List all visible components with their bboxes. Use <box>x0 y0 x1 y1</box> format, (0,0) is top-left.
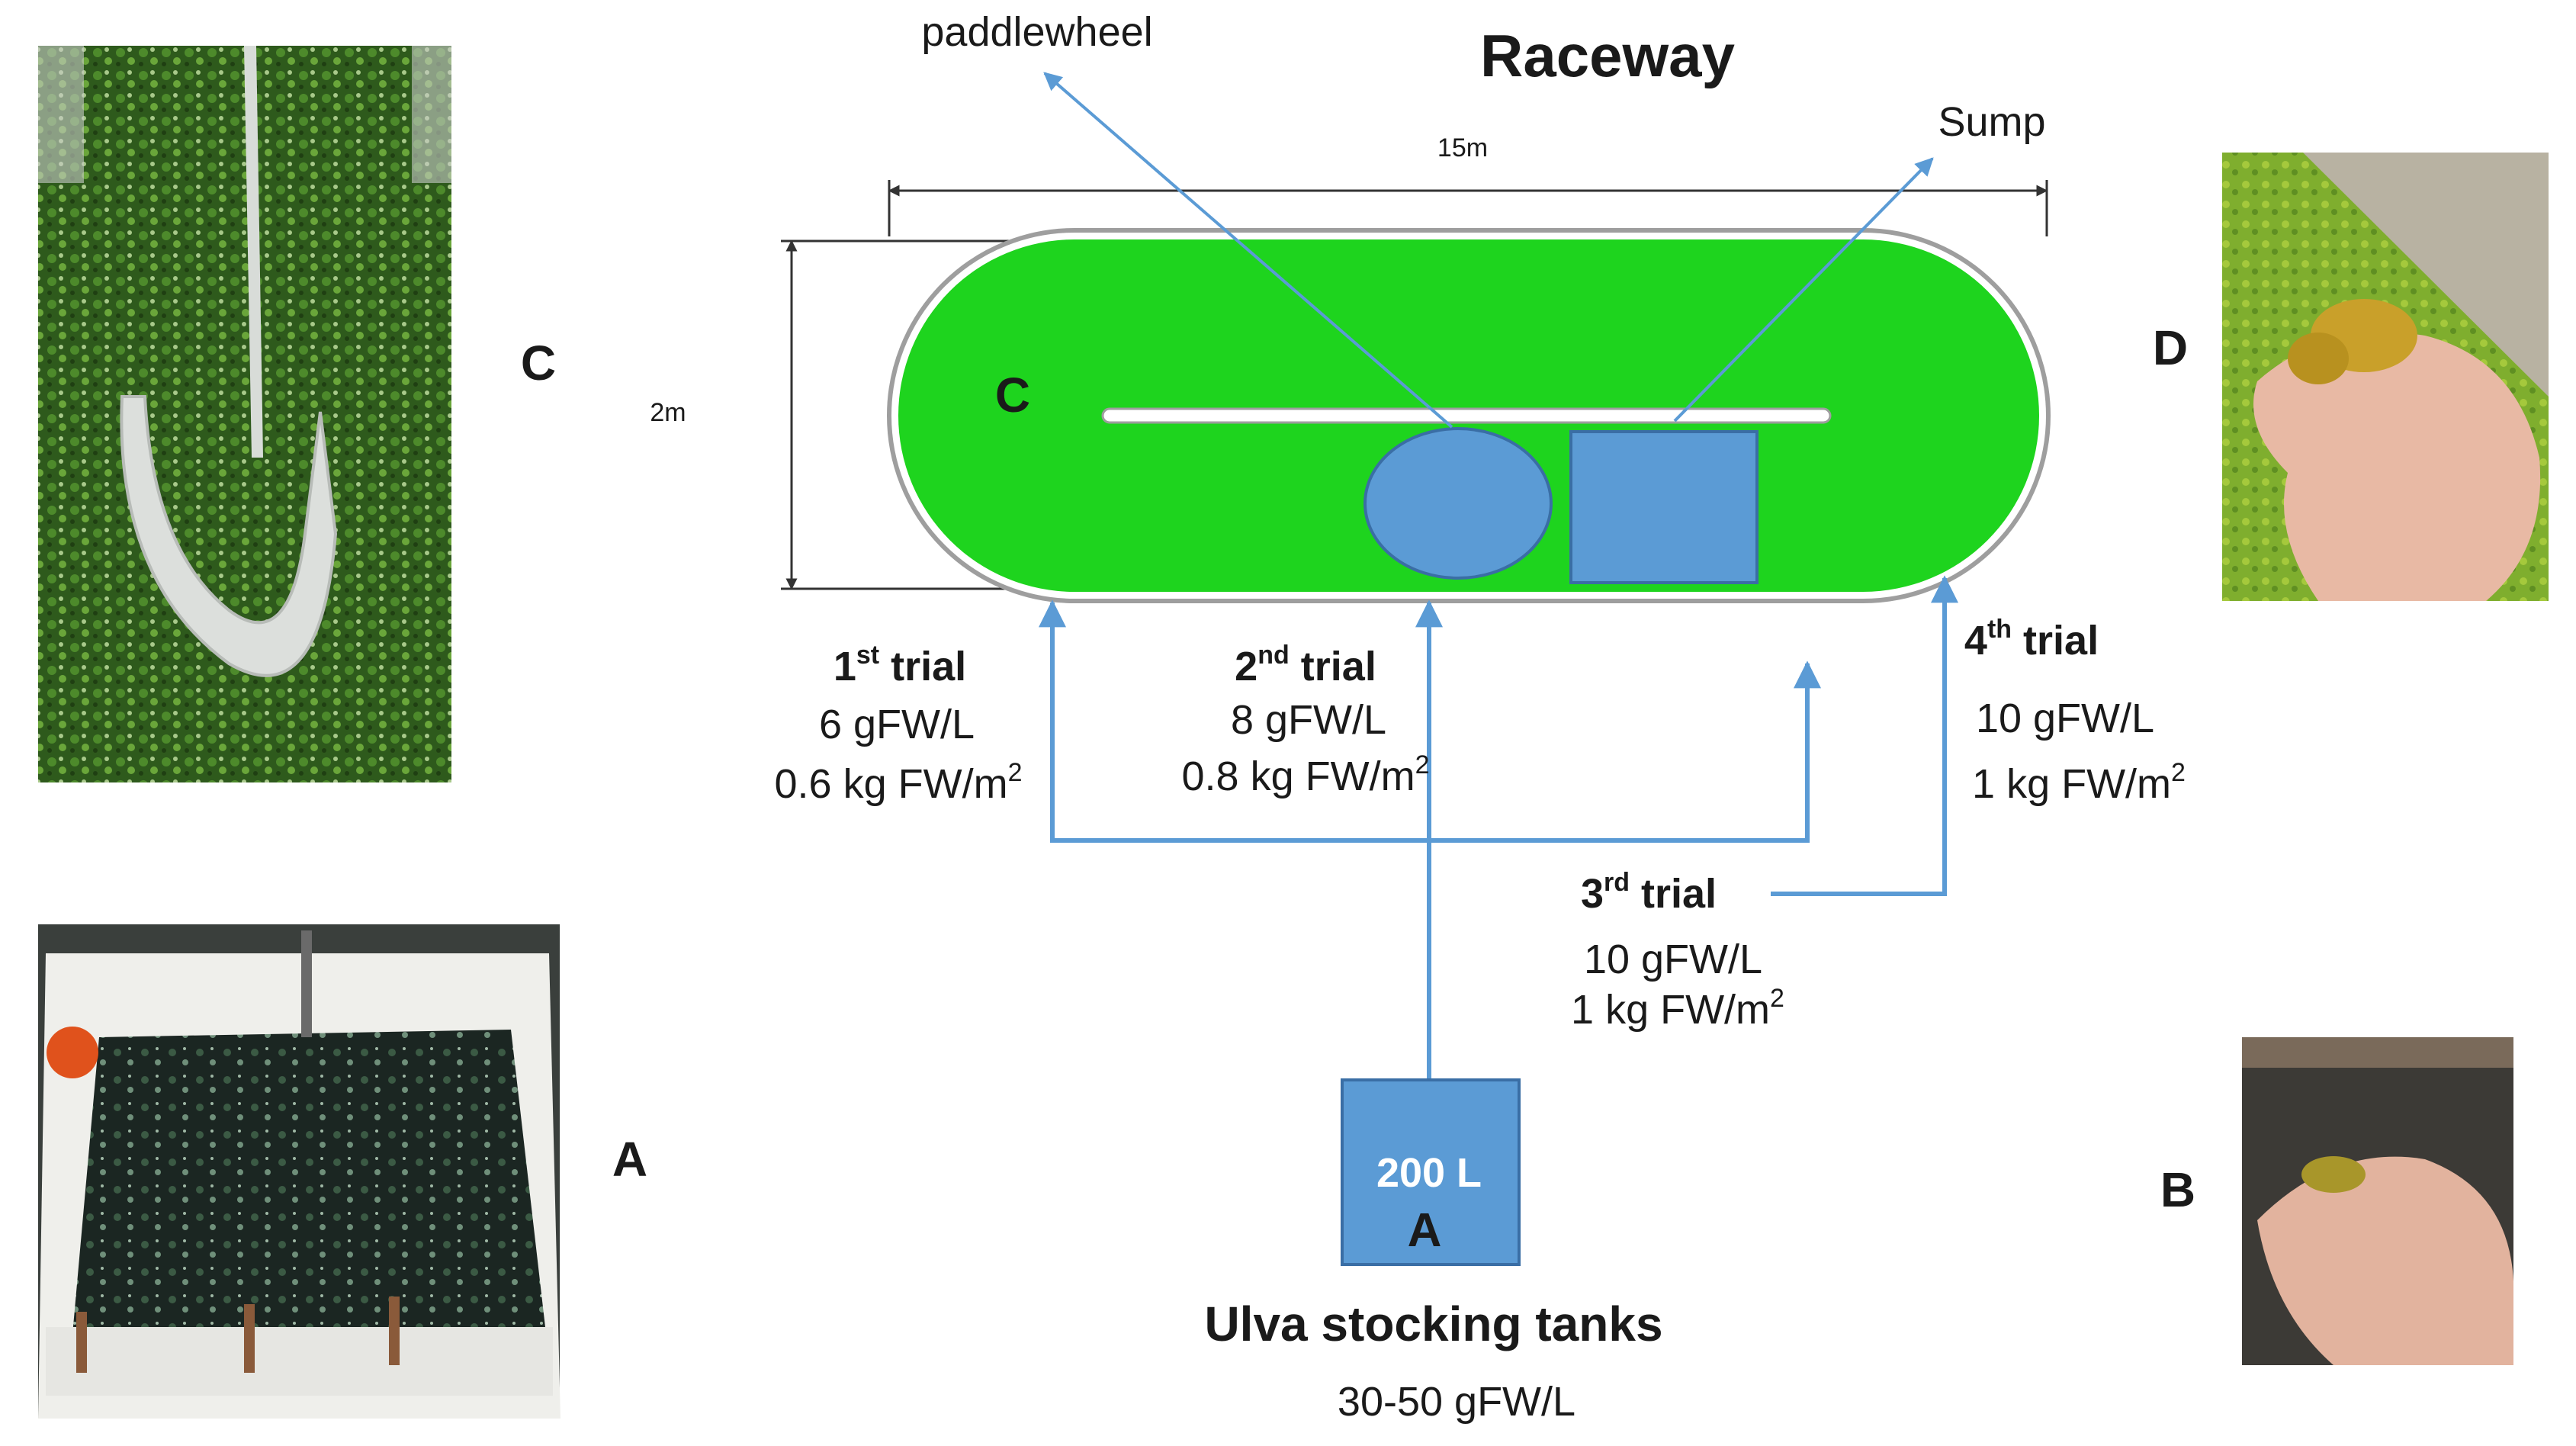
trial-3-area-exponent: 2 <box>1770 984 1784 1013</box>
photo-ulva-in-hand-small <box>2242 1037 2513 1365</box>
trial-2-density: 8 gFW/L <box>1231 697 1386 743</box>
trial-2-suffix: nd <box>1257 641 1290 670</box>
trial-1-area: 0.6 kg FW/m <box>775 761 1008 807</box>
trial-1-density: 6 gFW/L <box>819 702 975 747</box>
flow-arrow-trial-3 <box>1429 660 1821 843</box>
svg-text:1 kg FW/m2: 1 kg FW/m2 <box>1571 984 1784 1033</box>
flow-arrow-trial-4 <box>1771 575 1958 896</box>
tank-letter: A <box>1408 1204 1442 1257</box>
photo-letter-c: C <box>521 336 556 390</box>
flow-arrow-trial-1 <box>1039 599 1429 843</box>
trial-1-word: trial <box>891 644 966 689</box>
sump-shape <box>1569 430 1759 584</box>
trial-4-density: 10 gFW/L <box>1976 696 2154 741</box>
trial-1-area-exponent: 2 <box>1008 758 1023 787</box>
trial-2-area: 0.8 kg FW/m <box>1182 754 1415 799</box>
trial-3-number: 3 <box>1581 871 1604 917</box>
trial-1-annotation: 1st trial 6 gFW/L 0.6 kg FW/m2 <box>775 641 1023 807</box>
svg-text:1 kg FW/m2: 1 kg FW/m2 <box>1972 758 2186 807</box>
trial-4-annotation: 4th trial 10 gFW/L 1 kg FW/m2 <box>1964 615 2186 807</box>
trial-2-annotation: 2nd trial 8 gFW/L 0.8 kg FW/m2 <box>1182 641 1430 799</box>
width-label: 2m <box>650 398 686 427</box>
paddlewheel-pointer <box>1043 72 1453 429</box>
tank-volume: 200 L <box>1376 1150 1482 1196</box>
trial-3-suffix: rd <box>1604 868 1630 897</box>
center-divider <box>1101 407 1832 424</box>
photo-raceway-closeup <box>38 46 451 782</box>
raceway-basin: C <box>887 228 2051 603</box>
trial-1-suffix: st <box>856 641 879 670</box>
trial-4-number: 4 <box>1964 618 1987 664</box>
photo-letter-a: A <box>612 1132 647 1187</box>
sump-pointer <box>1673 157 1934 423</box>
svg-text:2nd trial: 2nd trial <box>1235 641 1376 689</box>
length-label: 15m <box>1437 133 1488 162</box>
trial-2-area-exponent: 2 <box>1415 750 1430 779</box>
trial-2-word: trial <box>1301 644 1376 689</box>
photo-ulva-in-hand-large <box>2222 153 2549 601</box>
trial-4-area: 1 kg FW/m <box>1972 761 2171 807</box>
paddlewheel-label: paddlewheel <box>921 9 1152 55</box>
trial-4-area-exponent: 2 <box>2171 758 2186 787</box>
svg-text:0.6 kg FW/m2: 0.6 kg FW/m2 <box>775 758 1023 807</box>
photo-stocking-tank <box>38 924 560 1419</box>
trial-4-word: trial <box>2023 618 2099 664</box>
trial-1-number: 1 <box>834 644 856 689</box>
trial-3-word: trial <box>1641 871 1717 917</box>
stocking-flow-lines <box>1039 575 1958 1080</box>
stocking-tank: 200 L A <box>1341 1078 1521 1266</box>
trial-3-annotation: 3rd trial 10 gFW/L 1 kg FW/m2 <box>1571 868 1784 1033</box>
trial-2-number: 2 <box>1235 644 1257 689</box>
tank-title: Ulva stocking tanks <box>1204 1297 1662 1351</box>
svg-text:1st trial: 1st trial <box>834 641 966 689</box>
trial-3-density: 10 gFW/L <box>1584 937 1762 982</box>
diagram-title: Raceway <box>1480 22 1735 89</box>
svg-text:3rd trial: 3rd trial <box>1581 868 1717 917</box>
photo-letter-d: D <box>2153 320 2188 375</box>
trial-4-suffix: th <box>1987 615 2012 644</box>
trial-3-area: 1 kg FW/m <box>1571 987 1770 1033</box>
sump-label: Sump <box>1938 99 2045 145</box>
raceway-letter: C <box>995 368 1030 423</box>
photo-letter-b: B <box>2160 1162 2195 1217</box>
svg-text:4th trial: 4th trial <box>1964 615 2099 664</box>
tank-density: 30-50 gFW/L <box>1338 1379 1575 1425</box>
width-dimension: 2m <box>650 239 1029 590</box>
length-dimension: 15m <box>888 133 2048 236</box>
paddlewheel-shape <box>1363 427 1553 580</box>
svg-text:0.8 kg FW/m2: 0.8 kg FW/m2 <box>1182 750 1430 799</box>
